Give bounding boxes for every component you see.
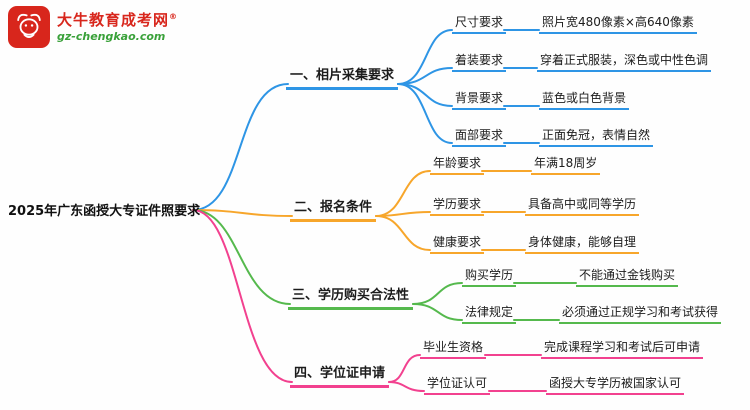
sub-buying-degree: 购买学历 bbox=[462, 266, 517, 287]
connector-root-branch1 bbox=[192, 83, 289, 211]
connector-root-branch4 bbox=[192, 209, 293, 383]
leaf-degree-recognition-value: 函授大专学历被国家认可 bbox=[546, 374, 685, 395]
connector-branch2-sub1 bbox=[375, 170, 431, 217]
logo-text: 大牛教育成考网® gz-chengkao.com bbox=[57, 11, 178, 44]
sub-graduate-qualification: 毕业生资格 bbox=[420, 338, 487, 359]
sub-background-requirement: 背景要求 bbox=[452, 89, 507, 110]
leaf-buying-degree-value: 不能通过金钱购买 bbox=[576, 266, 679, 287]
leaf-health-value: 身体健康，能够自理 bbox=[525, 233, 640, 254]
connector-branch3-sub1 bbox=[412, 282, 463, 305]
brand-name: 大牛教育成考网® bbox=[57, 10, 179, 29]
connector-branch3-sub2 bbox=[412, 303, 463, 321]
connector-branch4-sub1 bbox=[388, 354, 421, 383]
brand-domain: gz-chengkao.com bbox=[57, 29, 166, 43]
leaf-education-value: 具备高中或同等学历 bbox=[525, 195, 640, 216]
sub-degree-recognition: 学位证认可 bbox=[424, 374, 491, 395]
leaf-legal-rules-value: 必须通过正规学习和考试获得 bbox=[559, 303, 722, 324]
leaf-graduate-qualification-value: 完成课程学习和考试后可申请 bbox=[541, 338, 704, 359]
connector-branch4-sub2 bbox=[388, 381, 425, 392]
connector-branch2-sub3 bbox=[375, 215, 431, 251]
leaf-age-value: 年满18周岁 bbox=[531, 154, 601, 175]
connector-root-branch3 bbox=[192, 209, 291, 305]
sub-age-requirement: 年龄要求 bbox=[430, 154, 485, 175]
branch-degree-certificate-application: 四、学位证申请 bbox=[290, 362, 390, 388]
connector-branch1-sub3 bbox=[397, 83, 453, 107]
leaf-size-value: 照片宽480像素×高640像素 bbox=[539, 13, 697, 34]
registered-mark: ® bbox=[169, 11, 179, 21]
leaf-face-value: 正面免冠，表情自然 bbox=[539, 126, 654, 147]
sub-face-requirement: 面部要求 bbox=[452, 126, 507, 147]
connector-root-branch2 bbox=[192, 209, 293, 217]
sub-legal-rules: 法律规定 bbox=[462, 303, 517, 324]
branch-registration-conditions: 二、报名条件 bbox=[290, 196, 377, 222]
connector-branch1-sub4 bbox=[397, 83, 453, 144]
sub-dress-requirement: 着装要求 bbox=[452, 51, 507, 72]
leaf-background-value: 蓝色或白色背景 bbox=[539, 89, 630, 110]
sub-education-requirement: 学历要求 bbox=[430, 195, 485, 216]
leaf-dress-value: 穿着正式服装，深色或中性色调 bbox=[537, 51, 712, 72]
site-logo: 大牛教育成考网® gz-chengkao.com bbox=[8, 6, 178, 48]
connector-branch1-sub1 bbox=[397, 29, 453, 85]
branch-degree-purchase-legality: 三、学历购买合法性 bbox=[288, 284, 414, 310]
branch-photo-collection: 一、相片采集要求 bbox=[286, 64, 399, 90]
root-node: 2025年广东函授大专证件照要求 bbox=[8, 204, 201, 219]
bull-icon bbox=[8, 6, 50, 48]
sub-health-requirement: 健康要求 bbox=[430, 233, 485, 254]
sub-size-requirement: 尺寸要求 bbox=[452, 13, 507, 34]
